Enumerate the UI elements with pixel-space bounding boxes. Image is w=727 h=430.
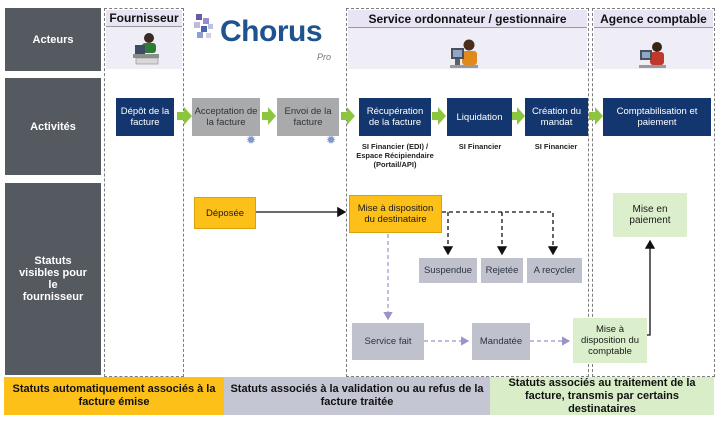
status-to-recycle: A recycler [527, 258, 582, 283]
status-available-recipient: Mise à disposition du destinataire [349, 195, 442, 233]
activity-mandate-creation: Création du mandat [525, 98, 588, 136]
person-at-computer-icon [133, 33, 159, 65]
column-header-ordering-service: Service ordonnateur / gestionnaire [348, 10, 587, 28]
column-supplier [104, 8, 184, 377]
person-at-computer-icon [639, 42, 666, 68]
column-accounting-agency [592, 8, 715, 377]
logo-subtitle: Pro [317, 52, 332, 62]
legend-treatment: Statuts associés au traitement de la fac… [490, 377, 714, 415]
activity-flow-arrows [177, 107, 603, 125]
status-mandated: Mandatée [472, 323, 530, 360]
activity-deposit: Dépôt de la facture [116, 98, 174, 136]
row-header-actors: Acteurs [5, 8, 101, 71]
column-ordering-service [346, 8, 589, 377]
processing-flow [383, 234, 571, 346]
status-service-done: Service fait [352, 323, 424, 360]
column-header-supplier: Fournisseur [106, 10, 182, 27]
green-arrow [432, 107, 446, 125]
row-header-statuses: Statuts visibles pour le fournisseur [5, 183, 101, 375]
legend-automatic: Statuts automatiquement associés à la fa… [4, 377, 224, 415]
row-header-activities: Activités [5, 78, 101, 175]
logo-wordmark: Chorus [220, 15, 323, 48]
green-arrow [341, 107, 355, 125]
system-label-mandate: SI Financier [534, 142, 578, 151]
green-arrow [177, 107, 192, 125]
arrow-to-payment [644, 239, 656, 336]
activity-retrieval: Récupération de la facture [359, 98, 431, 136]
status-payment: Mise en paiement [613, 193, 687, 237]
status-available-accountant: Mise à disposition du comptable [573, 318, 647, 363]
activity-acceptance: Acceptation de la facture [192, 98, 260, 136]
green-arrow [589, 107, 603, 125]
green-arrow [512, 107, 525, 125]
system-label-retrieval: SI Financier (EDI) / Espace Récipiendair… [356, 142, 434, 169]
gear-icon: ✹ [246, 133, 257, 147]
rejection-branches [442, 211, 559, 256]
activity-liquidation: Liquidation [447, 98, 512, 136]
activity-accounting: Comptabilisation et paiement [603, 98, 711, 136]
logo-mosaic-icon [194, 14, 213, 38]
gear-icon: ✹ [326, 133, 337, 147]
column-header-accounting-agency: Agence comptable [594, 10, 713, 28]
legend-validation: Statuts associés à la validation ou au r… [224, 377, 490, 415]
status-rejected: Rejetée [481, 258, 523, 283]
system-label-liquidation: SI Financier [458, 142, 502, 151]
green-arrow [262, 107, 276, 125]
person-at-computer-icon [450, 39, 478, 68]
activity-sending: Envoi de la facture [277, 98, 339, 136]
status-deposited: Déposée [194, 197, 256, 229]
status-suspended: Suspendue [419, 258, 477, 283]
chorus-pro-logo: Chorus Pro [192, 10, 340, 70]
